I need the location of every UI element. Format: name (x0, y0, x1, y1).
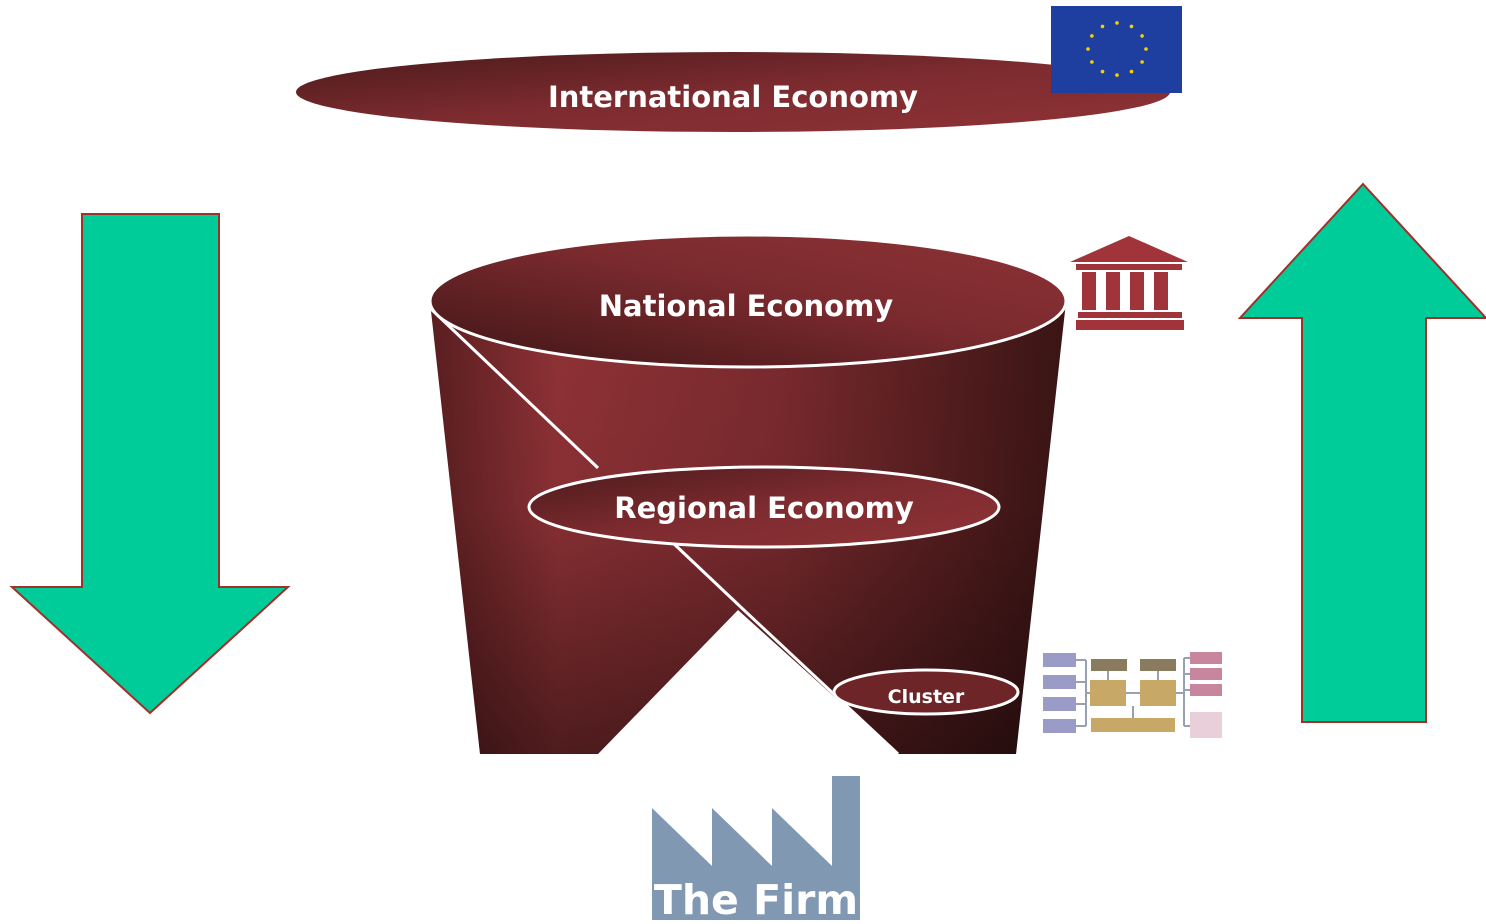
international-economy-label: International Economy (548, 80, 918, 114)
eu-star (1115, 73, 1119, 77)
eu-star (1100, 69, 1105, 74)
eu-star (1090, 34, 1094, 38)
org-chart-icon (1043, 652, 1222, 738)
international-economy-ellipse (296, 52, 1170, 132)
national-economy-ellipse (428, 233, 1068, 369)
eu-star (1140, 60, 1144, 64)
bank-building-icon (1070, 236, 1188, 330)
cluster-ellipse (832, 668, 1020, 716)
national-economy-label: National Economy (599, 289, 894, 323)
eu-star (1129, 69, 1134, 74)
arrow-up-icon (1237, 182, 1486, 723)
regional-economy-label: Regional Economy (614, 491, 914, 525)
eu-star (1144, 47, 1148, 51)
eu-star (1100, 24, 1105, 29)
eu-star (1115, 21, 1119, 25)
factory-icon (652, 776, 860, 920)
regional-economy-ellipse (527, 465, 1001, 549)
eu-star (1086, 47, 1090, 51)
eu-star (1129, 24, 1134, 29)
eu-star (1090, 60, 1094, 64)
firm-label: The Firm (654, 876, 858, 920)
cluster-label: Cluster (888, 686, 965, 708)
eu-flag-icon (1051, 6, 1182, 93)
arrow-down-icon (9, 213, 291, 715)
eu-star (1140, 34, 1144, 38)
